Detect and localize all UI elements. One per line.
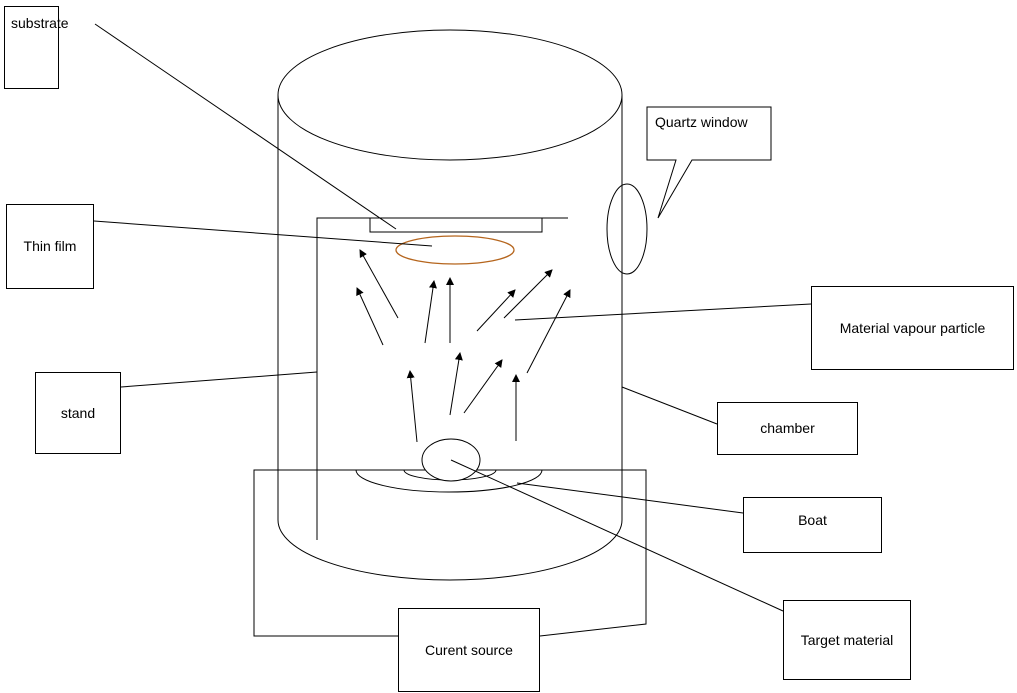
label-thin-film: Thin film — [6, 204, 94, 289]
stand-leader — [120, 371, 318, 388]
label-target-material: Target material — [783, 600, 911, 680]
quartz-window-callout — [646, 106, 772, 219]
current-source-wire-right — [539, 469, 647, 637]
label-boat: Boat — [743, 497, 882, 553]
quartz-window-label-text: Quartz window — [655, 114, 748, 130]
chamber-body — [277, 95, 623, 581]
label-material-vapour-particle: Material vapour particle — [811, 286, 1014, 370]
material-vapour-label-text: Material vapour particle — [839, 319, 986, 336]
vapour-arrow — [463, 359, 503, 414]
stand-label-text: stand — [60, 404, 96, 421]
label-chamber: chamber — [717, 402, 858, 455]
vapour-arrow — [406, 370, 418, 443]
vapour-arrow — [503, 269, 553, 319]
vapour-arrow — [476, 289, 516, 332]
vapour-arrow — [449, 352, 463, 416]
vapour-arrow — [526, 289, 571, 374]
target-material-label-text: Target material — [800, 631, 894, 648]
chamber-label-text: chamber — [760, 420, 815, 436]
chamber-leader — [621, 386, 718, 425]
label-current-source: Curent source — [398, 608, 540, 692]
target-material-leader — [450, 459, 784, 612]
label-quartz-window: Quartz window — [655, 114, 765, 131]
material-vapour-leader — [514, 303, 812, 321]
vapour-arrow — [356, 287, 384, 346]
thin-film — [395, 235, 515, 265]
vapour-particle-arrows — [356, 249, 571, 443]
boat-leader — [516, 482, 744, 514]
vapour-arrow — [424, 280, 437, 344]
thin-film-leader — [93, 220, 433, 247]
substrate-leader — [94, 23, 397, 230]
vapour-arrow — [359, 249, 399, 319]
current-source-wire — [253, 469, 398, 637]
boat-label-text: Boat — [798, 512, 827, 528]
label-substrate: substrate — [4, 6, 69, 89]
leader-lines — [93, 23, 812, 612]
quartz-window — [606, 183, 648, 275]
substrate-label-text: substrate — [11, 15, 69, 31]
substrate — [369, 217, 543, 233]
chamber-top — [277, 29, 623, 161]
current-source-label-text: Curent source — [425, 641, 513, 658]
label-stand: stand — [35, 372, 121, 454]
thin-film-label-text: Thin film — [23, 238, 77, 254]
